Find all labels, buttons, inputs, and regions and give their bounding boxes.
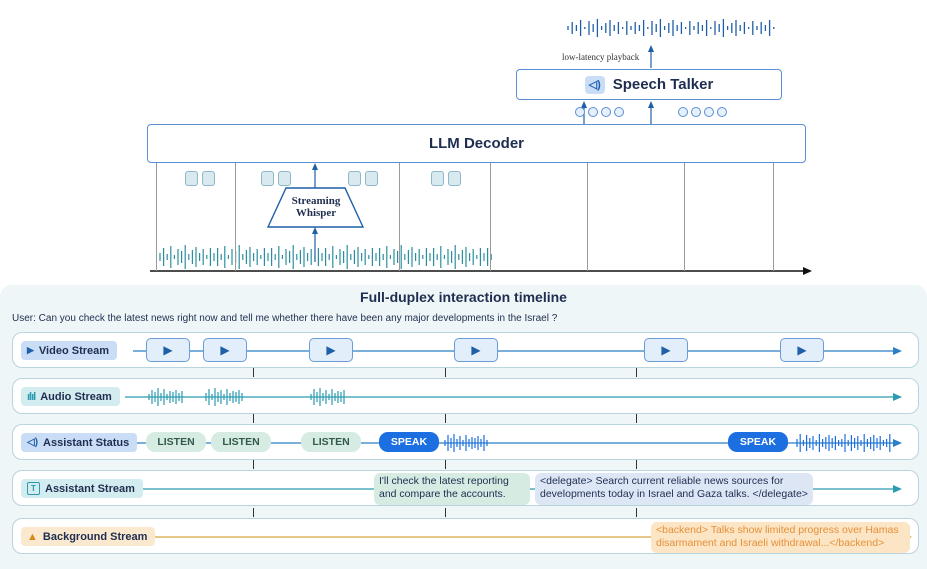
speech-talker-label: Speech Talker — [612, 76, 714, 93]
column-divider — [684, 163, 685, 271]
llm-decoder-label: LLM Decoder — [428, 135, 524, 152]
warning-triangle-icon: ▲ — [27, 530, 38, 543]
llm-decoder-box: LLM Decoder — [147, 124, 806, 163]
talker-token — [704, 107, 714, 117]
play-icon: ▶ — [163, 343, 173, 357]
architecture-diagram — [150, 19, 812, 275]
column-divider — [773, 163, 774, 271]
listen-pill: LISTEN — [211, 432, 271, 452]
column-divider — [399, 163, 400, 271]
input-token — [202, 171, 215, 186]
play-icon: ▶ — [220, 343, 230, 357]
time-tick — [445, 414, 446, 423]
audio-timeline — [125, 388, 902, 406]
time-tick — [445, 508, 446, 517]
delegate-call: <delegate> Search current reliable news … — [535, 473, 813, 505]
talker-token — [678, 107, 688, 117]
input-token — [261, 171, 274, 186]
column-divider — [490, 163, 491, 271]
assistant-status-label: ◁) Assistant Status — [21, 433, 138, 452]
speech-talker-box: ◁) Speech Talker — [516, 69, 782, 100]
input-token — [431, 171, 444, 186]
talker-token — [588, 107, 598, 117]
speaker-icon: ◁) — [584, 75, 605, 94]
time-tick — [636, 414, 637, 423]
time-tick — [253, 368, 254, 377]
assistant-stream-lane: T Assistant Stream I'll check the latest… — [12, 470, 919, 506]
video-stream-text: Video Stream — [38, 344, 110, 357]
time-tick — [636, 460, 637, 469]
background-stream-text: Background Stream — [42, 530, 148, 543]
listen-pill: LISTEN — [301, 432, 361, 452]
waveform-icon: ılıl — [27, 390, 36, 403]
assistant-status-text: Assistant Status — [43, 436, 130, 449]
listen-pill: LISTEN — [146, 432, 206, 452]
video-timeline-line — [133, 347, 902, 355]
speak-pill: SPEAK — [728, 432, 788, 452]
time-tick — [253, 460, 254, 469]
column-divider — [587, 163, 588, 271]
column-divider — [235, 163, 236, 271]
assistant-reply: I'll check the latest reporting and comp… — [374, 473, 530, 505]
video-frame[interactable]: ▶ — [203, 338, 247, 362]
video-stream-lane: ▶ Video Stream ▶ ▶ ▶ ▶ ▶ ▶ — [12, 332, 919, 368]
input-waveform — [159, 245, 492, 269]
speaker-icon: ◁) — [27, 437, 39, 448]
time-tick — [445, 460, 446, 469]
talker-token — [575, 107, 585, 117]
streaming-whisper-line1: Streaming — [291, 195, 341, 207]
assistant-status-lane: ◁) Assistant Status LISTEN LISTEN LISTEN… — [12, 424, 919, 460]
input-token — [185, 171, 198, 186]
play-icon: ▶ — [797, 343, 807, 357]
assistant-stream-text: Assistant Stream — [45, 482, 135, 495]
output-waveform — [567, 19, 775, 37]
column-divider — [156, 163, 157, 271]
time-tick — [445, 368, 446, 377]
play-icon: ▶ — [326, 343, 336, 357]
streaming-whisper-label: Streaming Whisper — [282, 195, 350, 219]
video-frame[interactable]: ▶ — [309, 338, 353, 362]
audio-stream-label: ılıl Audio Stream — [21, 387, 120, 406]
audio-stream-lane: ılıl Audio Stream — [12, 378, 919, 414]
time-tick — [253, 414, 254, 423]
play-icon: ▶ — [471, 343, 481, 357]
timeline-title: Full-duplex interaction timeline — [360, 289, 567, 305]
audio-stream-text: Audio Stream — [40, 390, 112, 403]
background-stream-label: ▲ Background Stream — [21, 527, 156, 546]
background-stream-lane: ▲ Background Stream <backend> Talks show… — [12, 518, 919, 554]
assistant-stream-label: T Assistant Stream — [21, 479, 143, 498]
playback-label: low-latency playback — [562, 52, 640, 62]
talker-token — [717, 107, 727, 117]
play-icon: ▶ — [27, 345, 34, 355]
input-token — [365, 171, 378, 186]
video-frame[interactable]: ▶ — [454, 338, 498, 362]
time-tick — [636, 368, 637, 377]
speak-pill: SPEAK — [379, 432, 439, 452]
video-frame[interactable]: ▶ — [146, 338, 190, 362]
video-stream-label: ▶ Video Stream — [21, 341, 118, 360]
text-icon: T — [27, 482, 40, 495]
video-frame[interactable]: ▶ — [780, 338, 824, 362]
backend-result: <backend> Talks show limited progress ov… — [651, 522, 910, 553]
streaming-whisper-shape — [266, 187, 365, 228]
input-token — [278, 171, 291, 186]
time-tick — [636, 508, 637, 517]
user-query: User: Can you check the latest news righ… — [12, 313, 558, 324]
input-token — [448, 171, 461, 186]
talker-token — [614, 107, 624, 117]
video-frame[interactable]: ▶ — [644, 338, 688, 362]
play-icon: ▶ — [661, 343, 671, 357]
talker-token — [691, 107, 701, 117]
talker-token — [601, 107, 611, 117]
streaming-whisper-line2: Whisper — [295, 207, 337, 219]
time-tick — [253, 508, 254, 517]
input-token — [348, 171, 361, 186]
